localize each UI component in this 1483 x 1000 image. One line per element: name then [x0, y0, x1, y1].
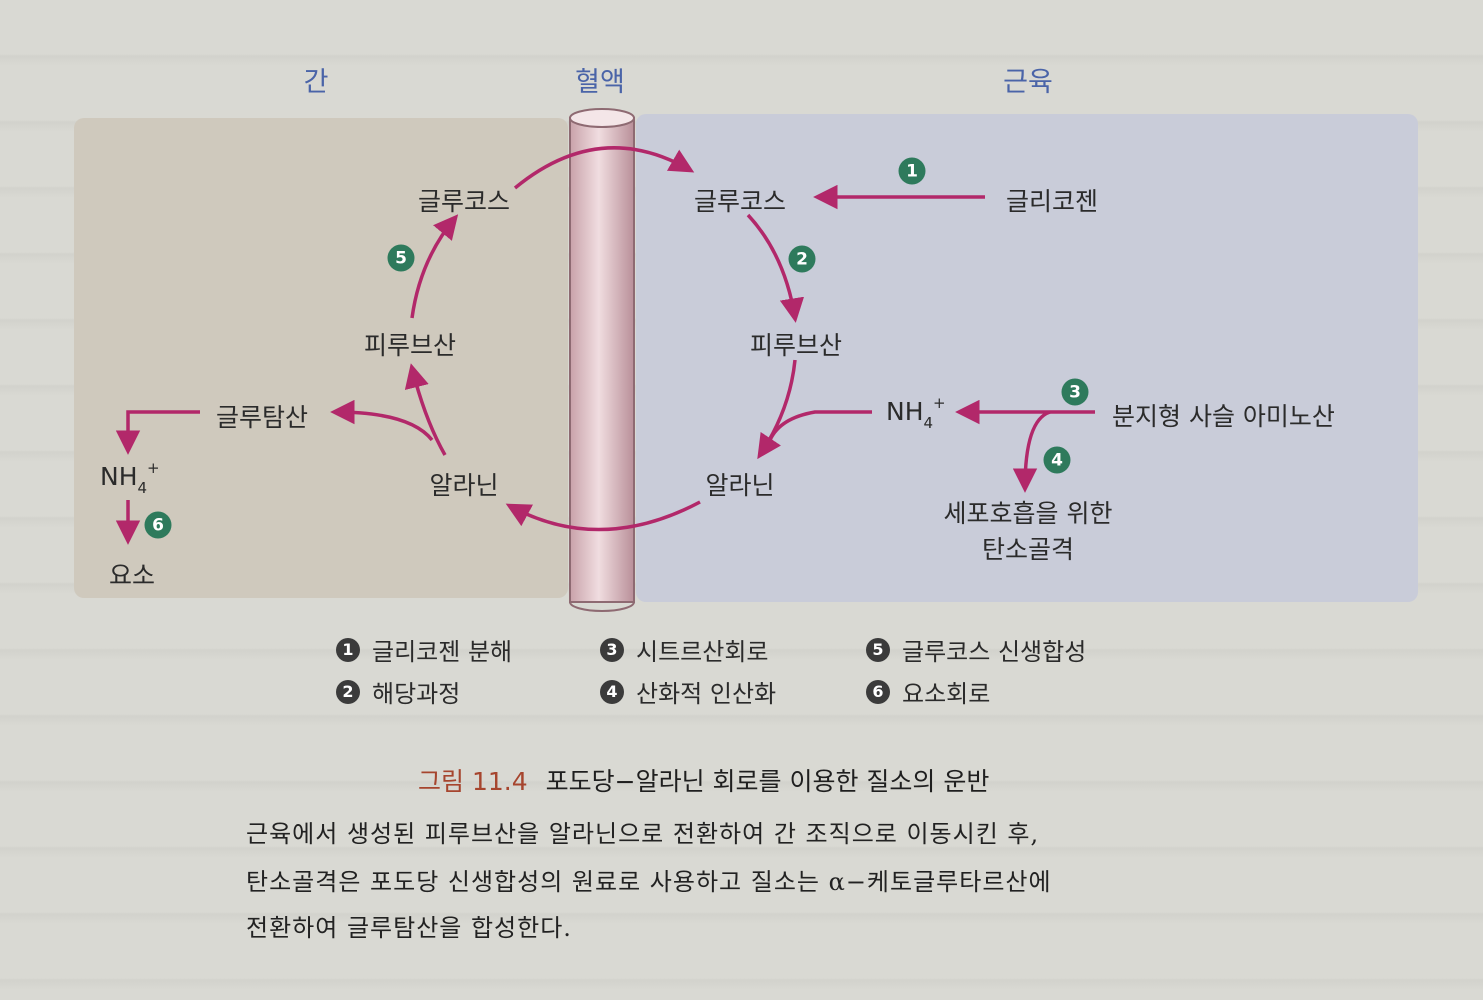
liver-ammonium: NH4+ [100, 459, 160, 497]
step-badge-3: 3 [1061, 378, 1089, 406]
step-badge-6: 6 [144, 511, 172, 539]
muscle-ammonium: NH4+ [886, 394, 946, 432]
step-badge-1: 1 [898, 157, 926, 185]
liver-urea: 요소 [108, 561, 156, 590]
muscle-glucose: 글루코스 [693, 187, 787, 216]
body-text-line-2: 탄소골격은 포도당 신생합성의 원료로 사용하고 질소는 α−케토글루타르산에 [246, 868, 1052, 896]
arrow-glycolysis [746, 213, 805, 323]
step-badge-4: 4 [1043, 446, 1071, 474]
liver-alanine: 알라닌 [429, 471, 499, 500]
blood-vessel-tube [569, 108, 635, 612]
muscle-panel [636, 114, 1418, 602]
arrow-oxidative-deamination [1012, 410, 1051, 493]
muscle-bcaa: 분지형 사슬 아미노산 [1112, 402, 1335, 431]
region-muscle: 근육 [1003, 67, 1053, 98]
arrow-alanine-to-pyruvate [404, 363, 447, 456]
figure-number: 그림 11.4 [418, 767, 528, 796]
muscle-carbon-skeleton-line1: 세포호흡을 위한 [943, 499, 1113, 528]
muscle-glycogen: 글리코젠 [1005, 187, 1099, 216]
arrow-to-glutamate [330, 399, 434, 442]
arrow-glucose-transport [513, 146, 695, 190]
step-badge-5: 5 [387, 244, 415, 272]
arrow-gluconeogenesis [410, 214, 459, 319]
body-text-line-1: 근육에서 생성된 피루브산을 알라닌으로 전환하여 간 조직으로 이동시킨 후, [246, 820, 1040, 848]
liver-pyruvate: 피루브산 [363, 331, 457, 360]
body-text-line-3: 전환하여 글루탐산을 합성한다. [246, 914, 572, 942]
arrow-nh4-to-alanine [768, 410, 872, 441]
arrow-alanine-transport [505, 500, 701, 532]
arrow-glutamate-to-nh4 [115, 410, 200, 455]
figure-caption: 그림 11.4 포도당−알라닌 회로를 이용한 질소의 운반 [418, 762, 989, 798]
liver-glucose: 글루코스 [417, 187, 511, 216]
arrow-pyruvate-to-alanine [757, 359, 797, 460]
figure-title: 포도당−알라닌 회로를 이용한 질소의 운반 [545, 767, 990, 796]
region-liver: 간 [303, 67, 329, 98]
muscle-pyruvate: 피루브산 [749, 331, 843, 360]
region-blood: 혈액 [575, 67, 625, 98]
liver-glutamate: 글루탐산 [215, 403, 309, 432]
muscle-alanine: 알라닌 [705, 471, 775, 500]
muscle-carbon-skeleton-line2: 탄소골격 [981, 535, 1075, 564]
step-badge-2: 2 [788, 245, 816, 273]
